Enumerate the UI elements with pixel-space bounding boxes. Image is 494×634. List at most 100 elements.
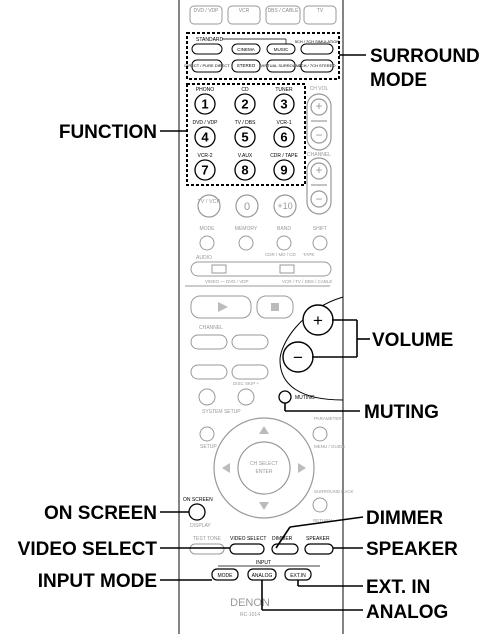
function-key-2[interactable] [234,93,256,115]
cinema-label: CINEMA [237,47,255,52]
direct-button[interactable] [191,59,223,73]
stereo-label: STEREO [237,63,256,68]
direct-label: DIRECT / PURE DIRECT [184,63,230,68]
audio-label: AUDIO [196,255,212,261]
function-key-label: TV / DBS [235,120,257,126]
plus10-key: +10 [277,201,292,211]
function-key-3[interactable] [273,93,295,115]
virtual-label: VIRTUAL SURROUND [261,63,302,68]
menu-guide-label: MENU / GUIDE [314,444,345,449]
mode-row-keys [199,235,328,251]
volume-up-glyph: + [313,311,323,330]
function-key-7[interactable] [194,159,216,181]
simulation-button[interactable] [300,43,334,55]
surround-buttons [191,43,334,73]
function-key-number: 4 [201,130,209,145]
enter-label: ENTER [256,469,273,475]
function-key-number: 6 [280,130,287,145]
parameter-label: PARAMETER [314,416,342,421]
function-key-number: 7 [201,163,208,178]
music-button[interactable] [266,43,296,55]
volume-rocker [279,296,344,401]
function-key-4[interactable] [194,126,216,148]
setup-keys [199,426,328,442]
function-key-number: 2 [241,97,248,112]
speaker-callout: SPEAKER [366,539,458,560]
dimmer-callout: DIMMER [366,508,443,529]
on-screen-button[interactable] [188,503,206,521]
function-key-label: DVD / VDP [192,120,218,126]
ch-select-label: CH SELECT [250,461,278,467]
system-setup-label: SYSTEM SETUP [202,409,241,415]
stereo5-label: 5CH / 7CH STEREO [299,63,336,68]
function-key-label: CD [241,87,249,93]
dimmer-button[interactable] [271,543,299,555]
stereo-5ch-button[interactable] [300,59,334,73]
input-mode-callout: INPUT MODE [38,571,157,592]
cinema-button[interactable] [231,43,261,55]
stereo-button[interactable] [231,59,261,73]
mode-row-label-1: MEMORY [235,226,258,232]
virtual-button[interactable] [266,59,296,73]
function-key-9[interactable] [273,159,295,181]
function-key-label: CDR / TAPE [270,153,298,159]
function-key-1[interactable] [194,93,216,115]
mode-row-label-2: BAND [277,226,291,232]
video-select-key-label: VIDEO SELECT [230,536,266,542]
ch-vol-label: CH VOL [310,86,329,92]
speaker-key-label: SPEAKER [306,536,330,542]
function-key-label: TUNER [275,87,293,93]
video-select-button[interactable] [229,543,265,555]
analog-callout: ANALOG [366,602,448,623]
tape-label: TAPE [303,252,314,257]
function-key-5[interactable] [234,126,256,148]
leader-lines [160,54,370,611]
music-label: MUSIC [274,47,289,52]
function-key-number: 5 [241,130,248,145]
standard-label: STANDARD [196,37,224,43]
transport-keys [190,295,294,406]
surround-mode-callout-1: SURROUND [370,46,480,67]
tab-dvd: DVD / VDP [193,8,219,14]
muting-key-label: MUTING [295,395,315,401]
channel-side-label: CHANNEL [307,152,331,158]
input-mode-button[interactable] [211,568,239,581]
surround-mode-box [186,32,340,80]
numeric-extra-row [197,194,297,218]
surround-mode-callout-2: MODE [370,70,427,91]
remote-body [178,0,344,634]
function-key-label: VCR-2 [197,153,212,159]
muting-callout: MUTING [364,402,439,423]
model-label: RC-1014 [240,612,260,618]
display-label: DISPLAY [190,523,211,529]
mode-row-label-0: MODE [200,226,216,232]
source-switches [185,261,332,287]
function-key-label: V.AUX [238,153,253,159]
dpad [213,417,315,519]
ext-in-key-label: EXT.IN [290,573,306,579]
ch-minus-glyph: − [315,128,322,142]
test-tone-key [189,543,225,555]
speaker-button[interactable] [304,543,334,555]
test-tone-label: TEST TONE [193,536,221,542]
function-key-6[interactable] [273,126,295,148]
function-key-number: 8 [241,163,248,178]
ch-plus-glyph: + [315,99,322,113]
function-key-label: VCR-1 [276,120,291,126]
brand-logo: DENON [230,597,270,609]
function-callout: FUNCTION [59,122,157,143]
surround-back-key [312,497,328,513]
function-key-label: PHONO [196,87,214,93]
analog-key-label: ANALOG [252,573,273,579]
top-tabs [189,5,337,25]
channel-mid-label: CHANNEL [199,325,223,331]
tab-tv: TV [317,8,324,14]
tab-dbs: DBS / CABLE [268,8,300,14]
volume-down-glyph: − [293,348,303,367]
function-key-8[interactable] [234,159,256,181]
muting-button[interactable] [278,390,292,404]
ext-in-callout: EXT. IN [366,577,430,598]
